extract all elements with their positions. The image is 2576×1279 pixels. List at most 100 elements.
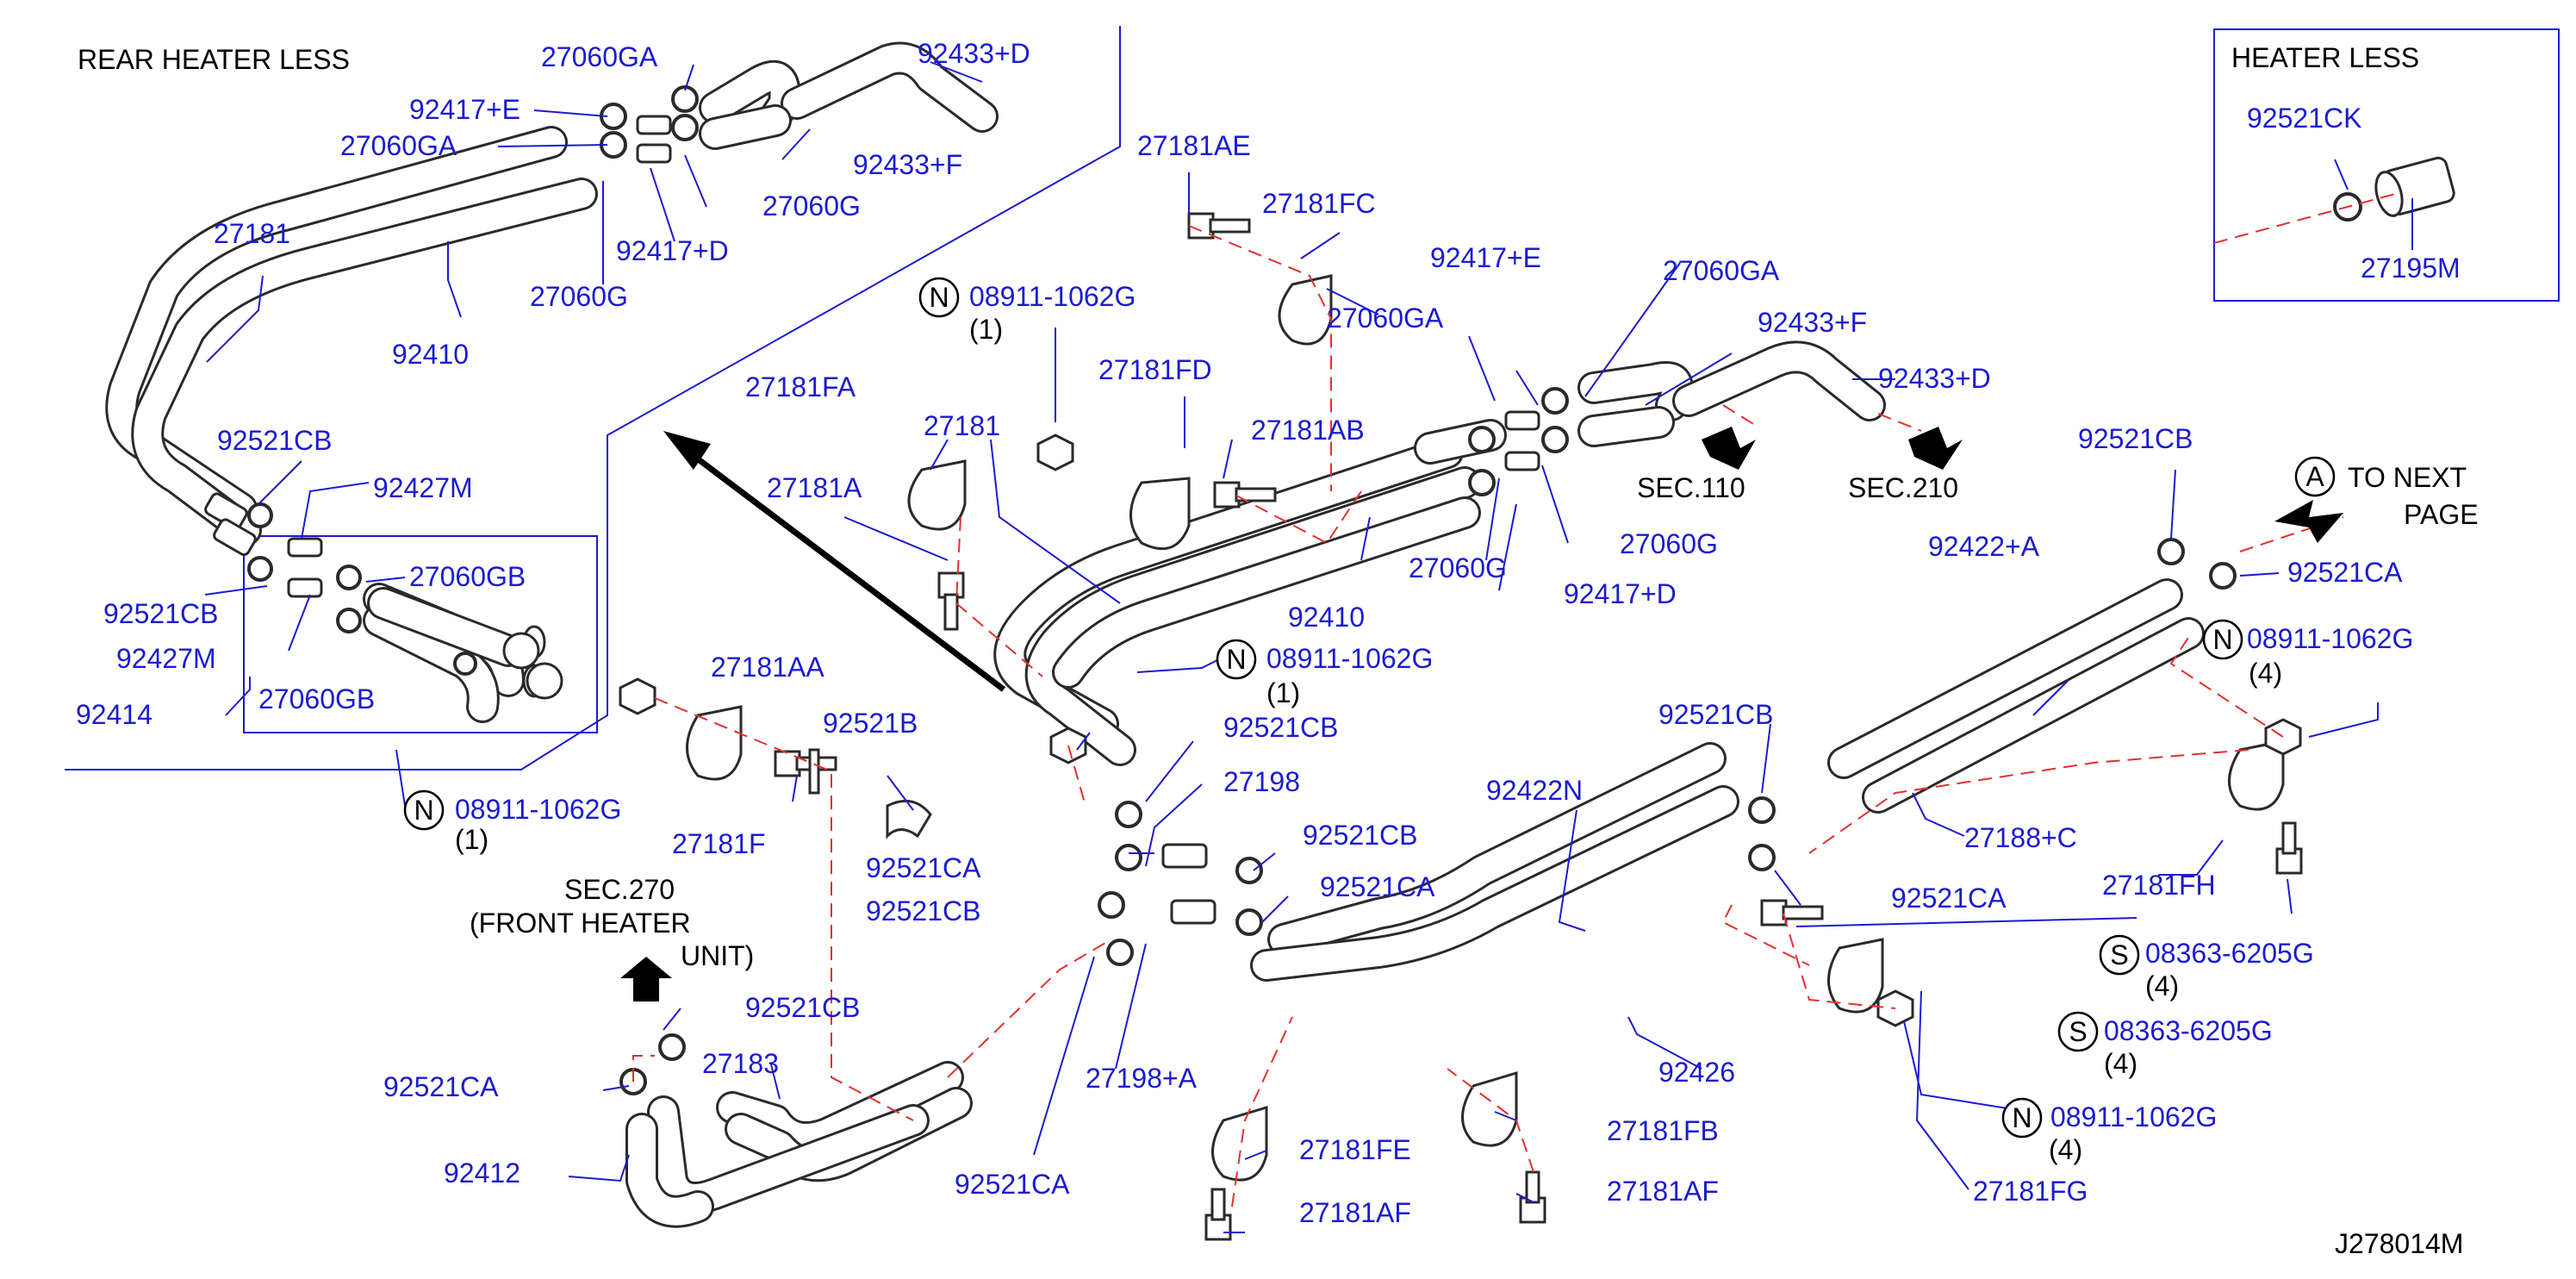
label-08363-b: 08363-6205G	[2104, 1015, 2273, 1046]
label-92422N: 92422N	[1486, 775, 1583, 806]
label-27060G-a: 27060G	[762, 190, 861, 221]
label-92521CA-d: 92521CA	[955, 1169, 1070, 1200]
label-92422A: 92422+A	[1928, 531, 2040, 562]
label-27060G-c: 27060G	[1620, 528, 1718, 559]
heater-less-note: HEATER LESS	[2231, 42, 2419, 73]
label-92412: 92412	[444, 1157, 520, 1189]
bolts-and-nuts	[619, 212, 2303, 1241]
marker-n-5: N	[2012, 1102, 2032, 1133]
front-heater-note-2: (FRONT HEATER	[470, 908, 691, 939]
front-heater-note-1: SEC.270	[564, 874, 675, 905]
label-92521CA-a: 92521CA	[866, 852, 981, 883]
label-92521CB-a: 92521CB	[217, 425, 332, 456]
label-27198: 27198	[1223, 766, 1300, 797]
label-92410-b: 92410	[1288, 602, 1365, 633]
label-92433F-b: 92433+F	[1758, 307, 1867, 338]
marker-s-2: S	[2069, 1016, 2087, 1047]
label-92521CB-g: 92521CB	[1658, 699, 1773, 730]
label-27060GB-b: 27060GB	[258, 683, 375, 714]
strap-clamp-92521b	[886, 799, 932, 839]
label-92426: 92426	[1658, 1057, 1735, 1088]
label-92427M-b: 92427M	[116, 643, 216, 674]
label-08911-b: 08911-1062G	[1266, 643, 1433, 674]
heater-less-detail	[2213, 156, 2455, 244]
label-27181AF-b: 27181AF	[1607, 1176, 1719, 1207]
label-27181FA: 27181FA	[745, 371, 856, 402]
part-number-labels: 27060GA 92433+D 92417+E 27060GA 92433+F …	[76, 38, 2461, 1228]
label-27181FG: 27181FG	[1973, 1176, 2088, 1207]
label-92433F-a: 92433+F	[853, 149, 962, 180]
label-92521B: 92521B	[823, 708, 918, 739]
label-27181AB: 27181AB	[1251, 415, 1365, 446]
label-qty-4-d: (4)	[2049, 1134, 2082, 1165]
rear-heater-less-inset-box	[243, 535, 598, 733]
label-27181AE: 27181AE	[1137, 130, 1251, 161]
label-92521CB-d: 92521CB	[866, 895, 980, 926]
label-92521CA-f: 92521CA	[2287, 557, 2403, 588]
label-92433D-a: 92433+D	[918, 38, 1030, 69]
to-next-page-note: TO NEXT	[2348, 462, 2467, 493]
notes: REAR HEATER LESS HEATER LESS TO NEXT PAG…	[78, 42, 2479, 1259]
label-27181-b: 27181	[924, 410, 1000, 441]
label-92417D-a: 92417+D	[616, 235, 729, 266]
label-27195M: 27195M	[2361, 253, 2461, 284]
label-qty-1-c: (1)	[455, 824, 488, 855]
label-08911-c: 08911-1062G	[455, 794, 621, 825]
marker-s-1: S	[2110, 939, 2128, 970]
label-92410-a: 92410	[392, 339, 469, 370]
marker-n-3: N	[414, 795, 433, 826]
label-27060G-b: 27060G	[530, 281, 628, 312]
diagram-code: J278014M	[2335, 1228, 2463, 1259]
label-qty-4-a: (4)	[2249, 658, 2282, 689]
leader-lines	[204, 61, 2413, 1233]
label-qty-1-a: (1)	[969, 314, 1003, 345]
label-27198A: 27198+A	[1086, 1063, 1198, 1094]
label-27181FD: 27181FD	[1098, 354, 1212, 385]
heater-less-inset-box	[2213, 28, 2560, 302]
rear-heater-less-detail	[367, 587, 563, 700]
sec110-note: SEC.110	[1637, 472, 1745, 503]
label-92521CA-e: 92521CA	[1891, 883, 2007, 914]
direction-arrows	[620, 427, 2343, 1001]
label-92521CA-b: 92521CA	[1320, 871, 1435, 902]
sec210-note: SEC.210	[1848, 472, 1958, 503]
marker-n-4: N	[2212, 624, 2232, 655]
label-27181AA: 27181AA	[711, 652, 824, 683]
label-27188C: 27188+C	[1964, 822, 2077, 853]
label-qty-4-b: (4)	[2145, 970, 2179, 1001]
label-92521CK: 92521CK	[2247, 103, 2361, 134]
label-92427M-a: 92427M	[373, 472, 473, 503]
hose-clamps	[247, 85, 2362, 1095]
label-92417E-a: 92417+E	[409, 94, 520, 125]
label-92417E-b: 92417+E	[1430, 242, 1541, 273]
label-27183: 27183	[702, 1048, 779, 1079]
main-heater-pipes	[625, 340, 2205, 1228]
label-27181FH: 27181FH	[2102, 870, 2216, 901]
pipe-connectors	[287, 115, 1540, 925]
brackets	[686, 274, 2285, 1182]
circled-markers	[403, 277, 2336, 1139]
label-92414: 92414	[76, 699, 152, 730]
label-27060G-d: 27060G	[1409, 552, 1507, 583]
label-92417D-b: 92417+D	[1564, 578, 1677, 609]
label-92521CB-f: 92521CB	[745, 992, 860, 1023]
marker-a: A	[2305, 461, 2324, 492]
label-92521CB-e: 92521CB	[1303, 820, 1417, 851]
label-27060GA-a: 27060GA	[541, 41, 658, 72]
label-92521CB-c: 92521CB	[1223, 712, 1338, 743]
label-27181AF-a: 27181AF	[1299, 1197, 1411, 1228]
label-27060GA-d: 27060GA	[1663, 255, 1780, 286]
label-27060GA-b: 27060GA	[340, 130, 457, 161]
label-08911-e: 08911-1062G	[2050, 1101, 2217, 1132]
marker-n-2: N	[1226, 644, 1246, 675]
label-92521CB-b: 92521CB	[103, 598, 218, 629]
rear-heater-less-boundary-line	[65, 26, 1121, 771]
label-08911-a: 08911-1062G	[969, 281, 1136, 312]
rear-heater-less-note: REAR HEATER LESS	[78, 44, 350, 75]
circled-marker-letters: N N N N S S N A	[414, 282, 2324, 1133]
label-27181FE: 27181FE	[1299, 1134, 1411, 1165]
label-27181A: 27181A	[767, 472, 862, 503]
label-92433D-b: 92433+D	[1878, 363, 1991, 394]
label-08363-a: 08363-6205G	[2145, 938, 2314, 969]
